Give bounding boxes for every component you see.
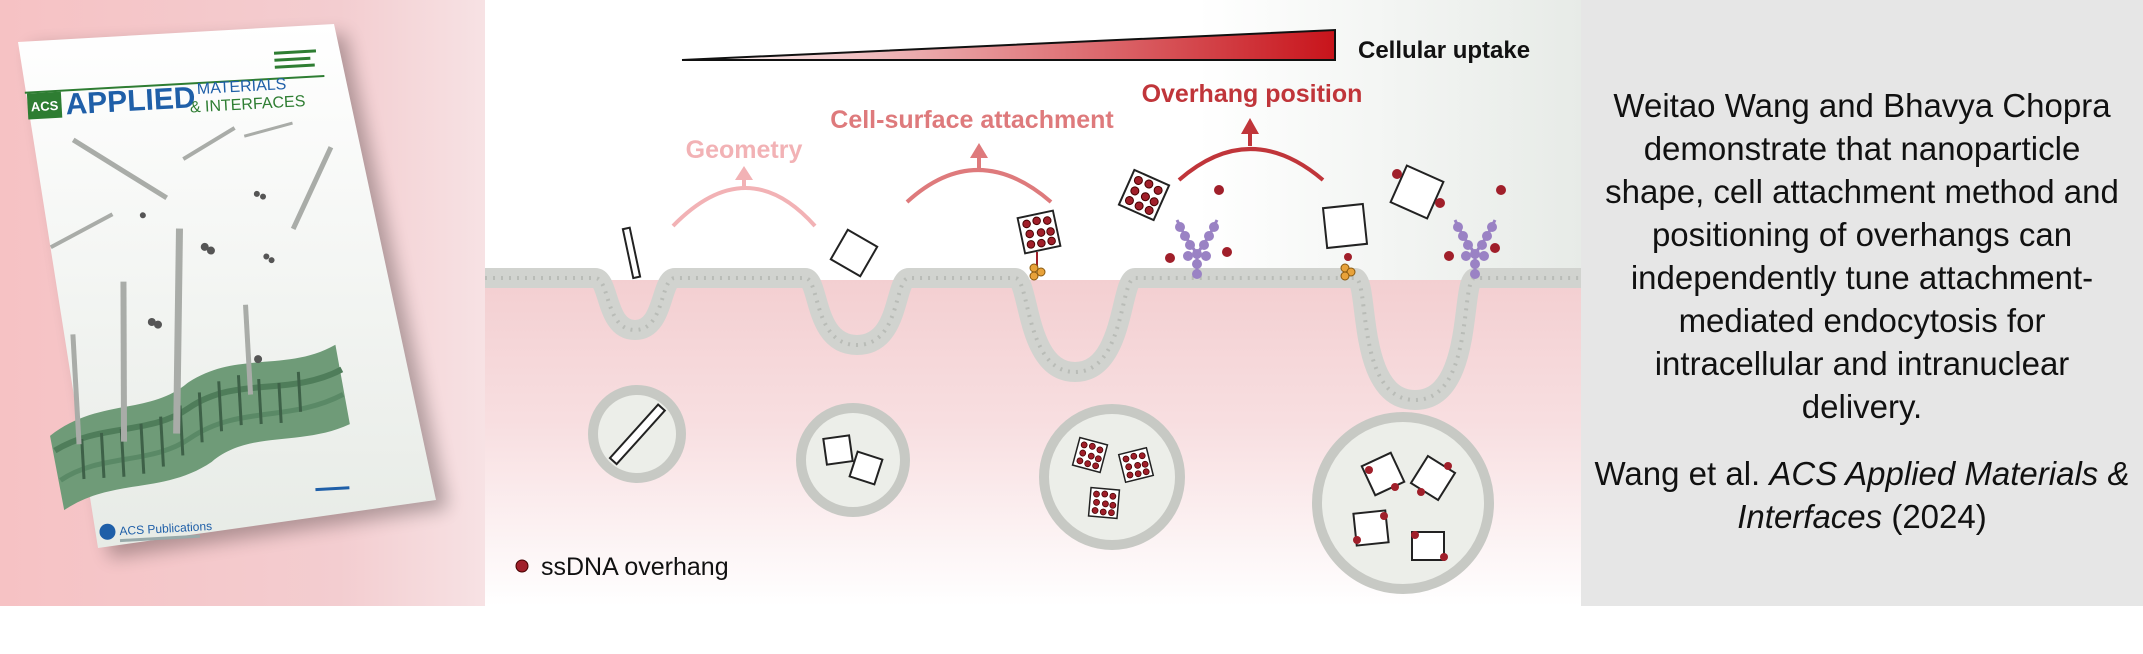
journal-title-interfaces: & INTERFACES bbox=[189, 93, 305, 116]
endosome-dna-squares bbox=[1039, 404, 1185, 550]
square-overhang-anchored bbox=[1321, 202, 1369, 281]
acs-badge bbox=[26, 91, 63, 120]
stage-label-attachment: Cell-surface attachment bbox=[830, 106, 1114, 134]
endocytosis-diagram: Cellular uptake Geometry Cell-surface at… bbox=[485, 0, 1581, 606]
summary-text: Weitao Wang and Bhavya Chopra demonstrat… bbox=[1605, 87, 2119, 425]
cell-membrane bbox=[485, 268, 1581, 411]
cover-panel: ACS APPLIED MATERIALS & INTERFACES bbox=[0, 0, 485, 606]
citation: Wang et al. ACS Applied Materials & Inte… bbox=[1581, 452, 2143, 538]
stage-attachment: Cell-surface attachment bbox=[830, 106, 1114, 204]
ssdna-overhang-marker bbox=[515, 559, 529, 573]
journal-title-materials: MATERIALS bbox=[196, 76, 286, 98]
cellular-uptake-label: Cellular uptake bbox=[1358, 37, 1530, 64]
dna-square-anchored bbox=[1016, 209, 1062, 281]
citation-authors: Wang et al. bbox=[1594, 455, 1761, 492]
cover-artwork bbox=[49, 121, 350, 511]
citation-year: (2024) bbox=[1891, 498, 1987, 535]
endosome-rod bbox=[588, 385, 686, 483]
stage-label-overhang: Overhang position bbox=[1142, 80, 1363, 108]
acs-badge-text: ACS bbox=[30, 98, 59, 115]
rod-nanoparticle bbox=[621, 226, 642, 280]
cellular-uptake-wedge bbox=[681, 28, 1336, 61]
endosome-squares bbox=[796, 403, 910, 517]
journal-cover-image: ACS APPLIED MATERIALS & INTERFACES bbox=[18, 24, 448, 558]
legend: ssDNA overhang bbox=[515, 553, 729, 581]
square-nanoparticle bbox=[829, 228, 879, 278]
diagram-panel: Cellular uptake Geometry Cell-surface at… bbox=[485, 0, 1581, 606]
dna-square-receptor bbox=[1117, 168, 1232, 281]
stage-geometry: Geometry bbox=[671, 136, 817, 228]
citation-journal: ACS Applied Materials & Interfaces bbox=[1737, 455, 2130, 535]
stage-label-geometry: Geometry bbox=[686, 136, 803, 164]
stage-overhang: Overhang position bbox=[1142, 80, 1363, 182]
endosome-overhang-squares bbox=[1312, 412, 1494, 594]
cover-publisher-footer: ACS Publications bbox=[119, 519, 212, 538]
summary-panel: Weitao Wang and Bhavya Chopra demonstrat… bbox=[1581, 0, 2143, 606]
square-overhang-receptor bbox=[1389, 164, 1506, 281]
legend-label-ssdna: ssDNA overhang bbox=[541, 553, 729, 581]
journal-title-applied: APPLIED bbox=[65, 81, 197, 121]
